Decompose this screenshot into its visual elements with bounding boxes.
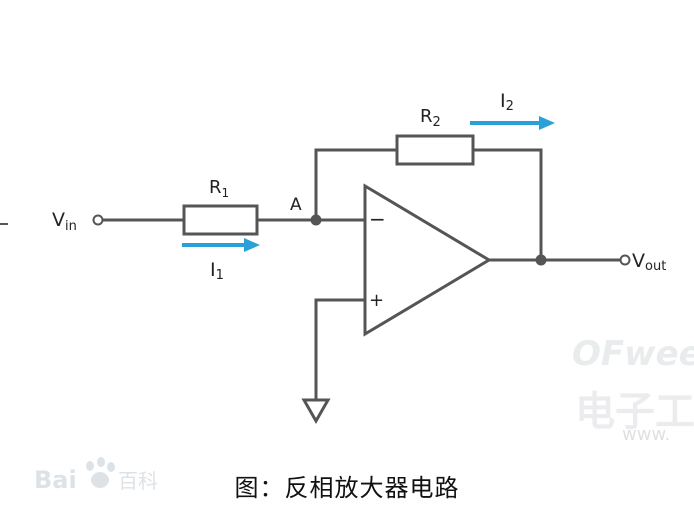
junction-output	[535, 254, 547, 266]
junction-node-a	[310, 214, 322, 226]
r2-label: R2	[420, 106, 441, 130]
i2-label: I2	[500, 90, 514, 114]
ofweek-url: www.	[622, 424, 670, 445]
resistor-r1	[182, 204, 259, 236]
current-arrow-i1	[182, 238, 260, 252]
figure-caption: 图：反相放大器电路	[234, 474, 460, 502]
r1-label: R1	[209, 177, 229, 200]
minus-input-label: −	[369, 207, 386, 231]
vin-terminal-icon	[92, 214, 104, 226]
plus-input-label: +	[369, 290, 384, 311]
resistor-r2	[395, 134, 475, 166]
node-a-label: A	[290, 195, 302, 215]
ofweek-watermark: OFweek 电子工 www.	[572, 334, 694, 445]
i1-label: I1	[210, 259, 224, 283]
baidu-watermark: Bai 百科	[34, 457, 158, 494]
baidu-text-right: 百科	[118, 469, 158, 493]
baidu-text-left: Bai	[34, 466, 77, 494]
baidu-paw-icon	[86, 457, 115, 488]
ofweek-site-chars: 电子工	[575, 389, 694, 435]
ground-icon	[301, 398, 331, 425]
ofweek-text: OFweek	[572, 334, 694, 374]
vin-label: Vin	[52, 209, 77, 234]
vout-terminal-icon	[619, 254, 631, 266]
vout-label: Vout	[632, 250, 666, 274]
op-amp-triangle	[363, 183, 492, 337]
wire-plus-ground	[314, 298, 367, 402]
wires	[101, 148, 622, 402]
current-arrow-i2	[470, 116, 555, 130]
